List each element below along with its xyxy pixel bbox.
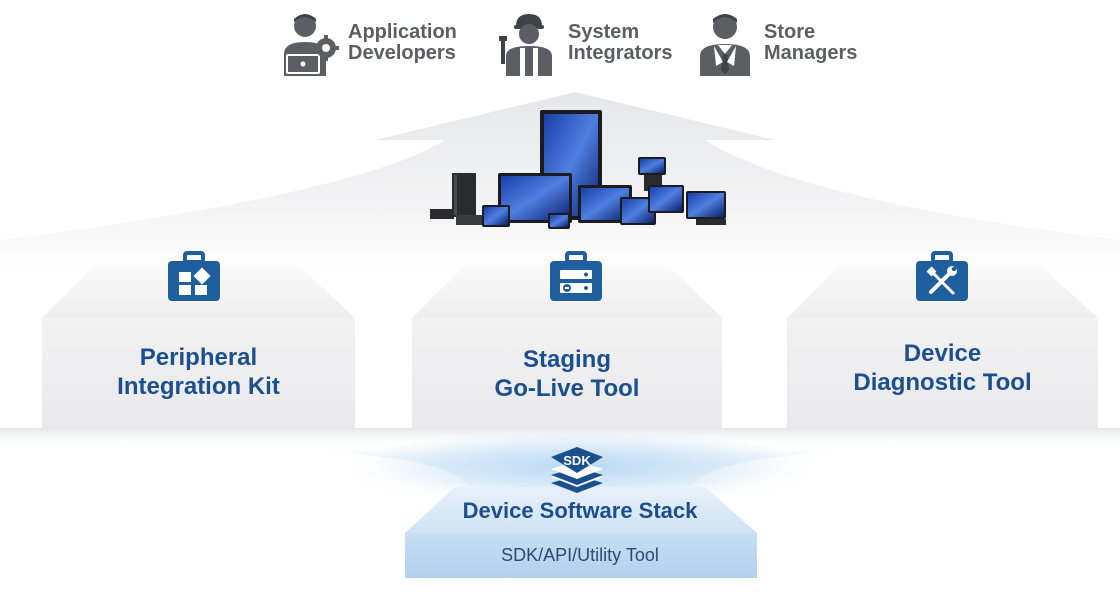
tool-title-line1: Device xyxy=(903,340,982,367)
persona-label-line1: System xyxy=(568,21,640,43)
persona-application-developers: Application Developers xyxy=(278,10,457,76)
tool-card-staging-go-live-tool: Staging Go-Live Tool xyxy=(412,345,722,403)
tool-title-line2: Go-Live Tool xyxy=(494,375,640,402)
developer-laptop-gear-icon xyxy=(284,14,339,76)
tool-title-line1: Peripheral xyxy=(139,344,258,371)
persona-label-line1: Application xyxy=(348,21,457,43)
tool-card-peripheral-integration-kit: Peripheral Integration Kit xyxy=(42,343,355,401)
sdk-stack-icon: SDK xyxy=(551,447,603,493)
wrench-screwdriver-toolbox-icon xyxy=(916,251,968,301)
tool-title-line1: Staging xyxy=(523,346,611,373)
persona-label-line2: Developers xyxy=(348,42,456,64)
stack-subtitle: SDK/API/Utility Tool xyxy=(501,545,659,565)
persona-system-integrators: System Integrators xyxy=(498,10,672,76)
puzzle-toolbox-icon xyxy=(168,251,220,301)
tool-card-device-diagnostic-tool: Device Diagnostic Tool xyxy=(787,339,1098,397)
tool-title-line2: Diagnostic Tool xyxy=(853,369,1032,396)
integrator-worker-icon xyxy=(499,14,552,76)
server-toolbox-icon xyxy=(550,251,602,301)
persona-label-line1: Store xyxy=(764,21,816,43)
persona-label-line2: Integrators xyxy=(568,42,673,64)
sdk-badge-label: SDK xyxy=(563,453,591,468)
persona-label-line2: Managers xyxy=(764,42,858,64)
stack-title: Device Software Stack xyxy=(462,498,698,523)
manager-businessman-icon xyxy=(700,14,750,76)
device-lineup-illustration xyxy=(430,110,726,229)
persona-store-managers: Store Managers xyxy=(694,10,857,76)
tool-title-line2: Integration Kit xyxy=(117,373,280,400)
